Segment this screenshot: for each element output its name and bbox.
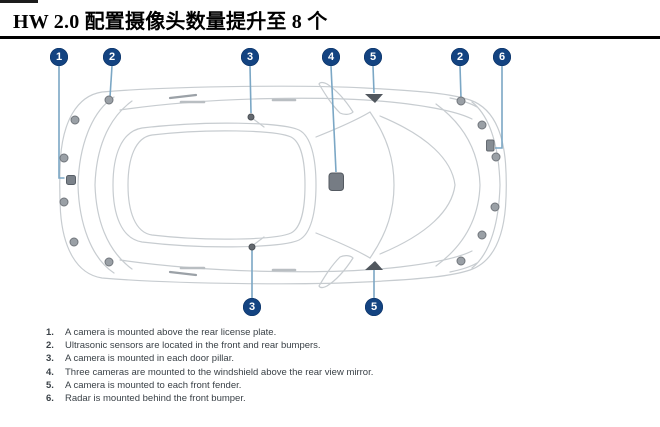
legend-item-6: 6. Radar is mounted behind the front bum… [46, 392, 373, 405]
leader-5-top [372, 65, 375, 94]
title-underline [0, 36, 660, 39]
legend-item-number: 6. [46, 393, 54, 405]
leader-2-front [459, 65, 462, 99]
legend-item-text: Radar is mounted behind the front bumper… [65, 393, 246, 405]
car-body-outline [59, 81, 507, 289]
legend-item-5: 5. A camera is mounted to each front fen… [46, 379, 373, 392]
fender-camera-marker-left [365, 94, 383, 103]
taillights [168, 93, 198, 277]
legend-item-text: Three cameras are mounted to the windshi… [65, 366, 374, 378]
legend-item-number: 2. [46, 340, 54, 352]
callout-badge-5-top: 5 [364, 48, 382, 66]
legend-item-text: A camera is mounted to each front fender… [65, 379, 242, 391]
callout-badge-5-bottom: 5 [365, 298, 383, 316]
page-crop-artifact [0, 0, 38, 3]
leader-1 [58, 66, 65, 179]
leader-6 [495, 66, 503, 149]
ultrasonic-sensors [59, 95, 501, 267]
legend-item-1: 1. A camera is mounted above the rear li… [46, 326, 373, 339]
door-pillar-camera-marker-right [248, 243, 256, 251]
callout-leader-lines [58, 65, 503, 298]
rear-license-plate-camera-marker [66, 175, 76, 185]
leader-3-top [249, 65, 252, 114]
legend-item-number: 1. [46, 327, 54, 338]
headlight-right [449, 262, 478, 273]
legend-item-4: 4. Three cameras are mounted to the wind… [46, 366, 373, 379]
radar-marker [486, 139, 495, 152]
legend-item-text: Ultrasonic sensors are located in the fr… [65, 340, 321, 352]
legend-item-text: A camera is mounted above the rear licen… [65, 327, 277, 338]
leader-4 [330, 65, 337, 173]
leader-2-rear [109, 65, 113, 98]
side-mirror-left [318, 81, 354, 115]
door-pillar-camera-marker-left [247, 113, 255, 121]
legend-item-2: 2. Ultrasonic sensors are located in the… [46, 339, 373, 352]
legend-list: 1. A camera is mounted above the rear li… [46, 326, 373, 405]
fender-camera-marker-right [365, 261, 383, 270]
legend-item-number: 4. [46, 366, 54, 378]
callout-badge-2-rear: 2 [103, 48, 121, 66]
callout-badge-2-front: 2 [451, 48, 469, 66]
legend-item-number: 3. [46, 353, 54, 365]
callout-badge-3-top: 3 [241, 48, 259, 66]
callout-badge-1: 1 [50, 48, 68, 66]
callout-badge-4: 4 [322, 48, 340, 66]
door-handles [179, 98, 297, 272]
side-mirror-right [318, 255, 354, 289]
legend-item-text: A camera is mounted in each door pillar. [65, 353, 234, 365]
figure-title: HW 2.0 配置摄像头数量提升至 8 个 [13, 11, 328, 33]
legend-item-3: 3. A camera is mounted in each door pill… [46, 352, 373, 365]
windshield-camera-marker [328, 172, 344, 191]
callout-badge-3-bottom: 3 [243, 298, 261, 316]
callout-badge-6: 6 [493, 48, 511, 66]
legend-item-number: 5. [46, 379, 54, 391]
